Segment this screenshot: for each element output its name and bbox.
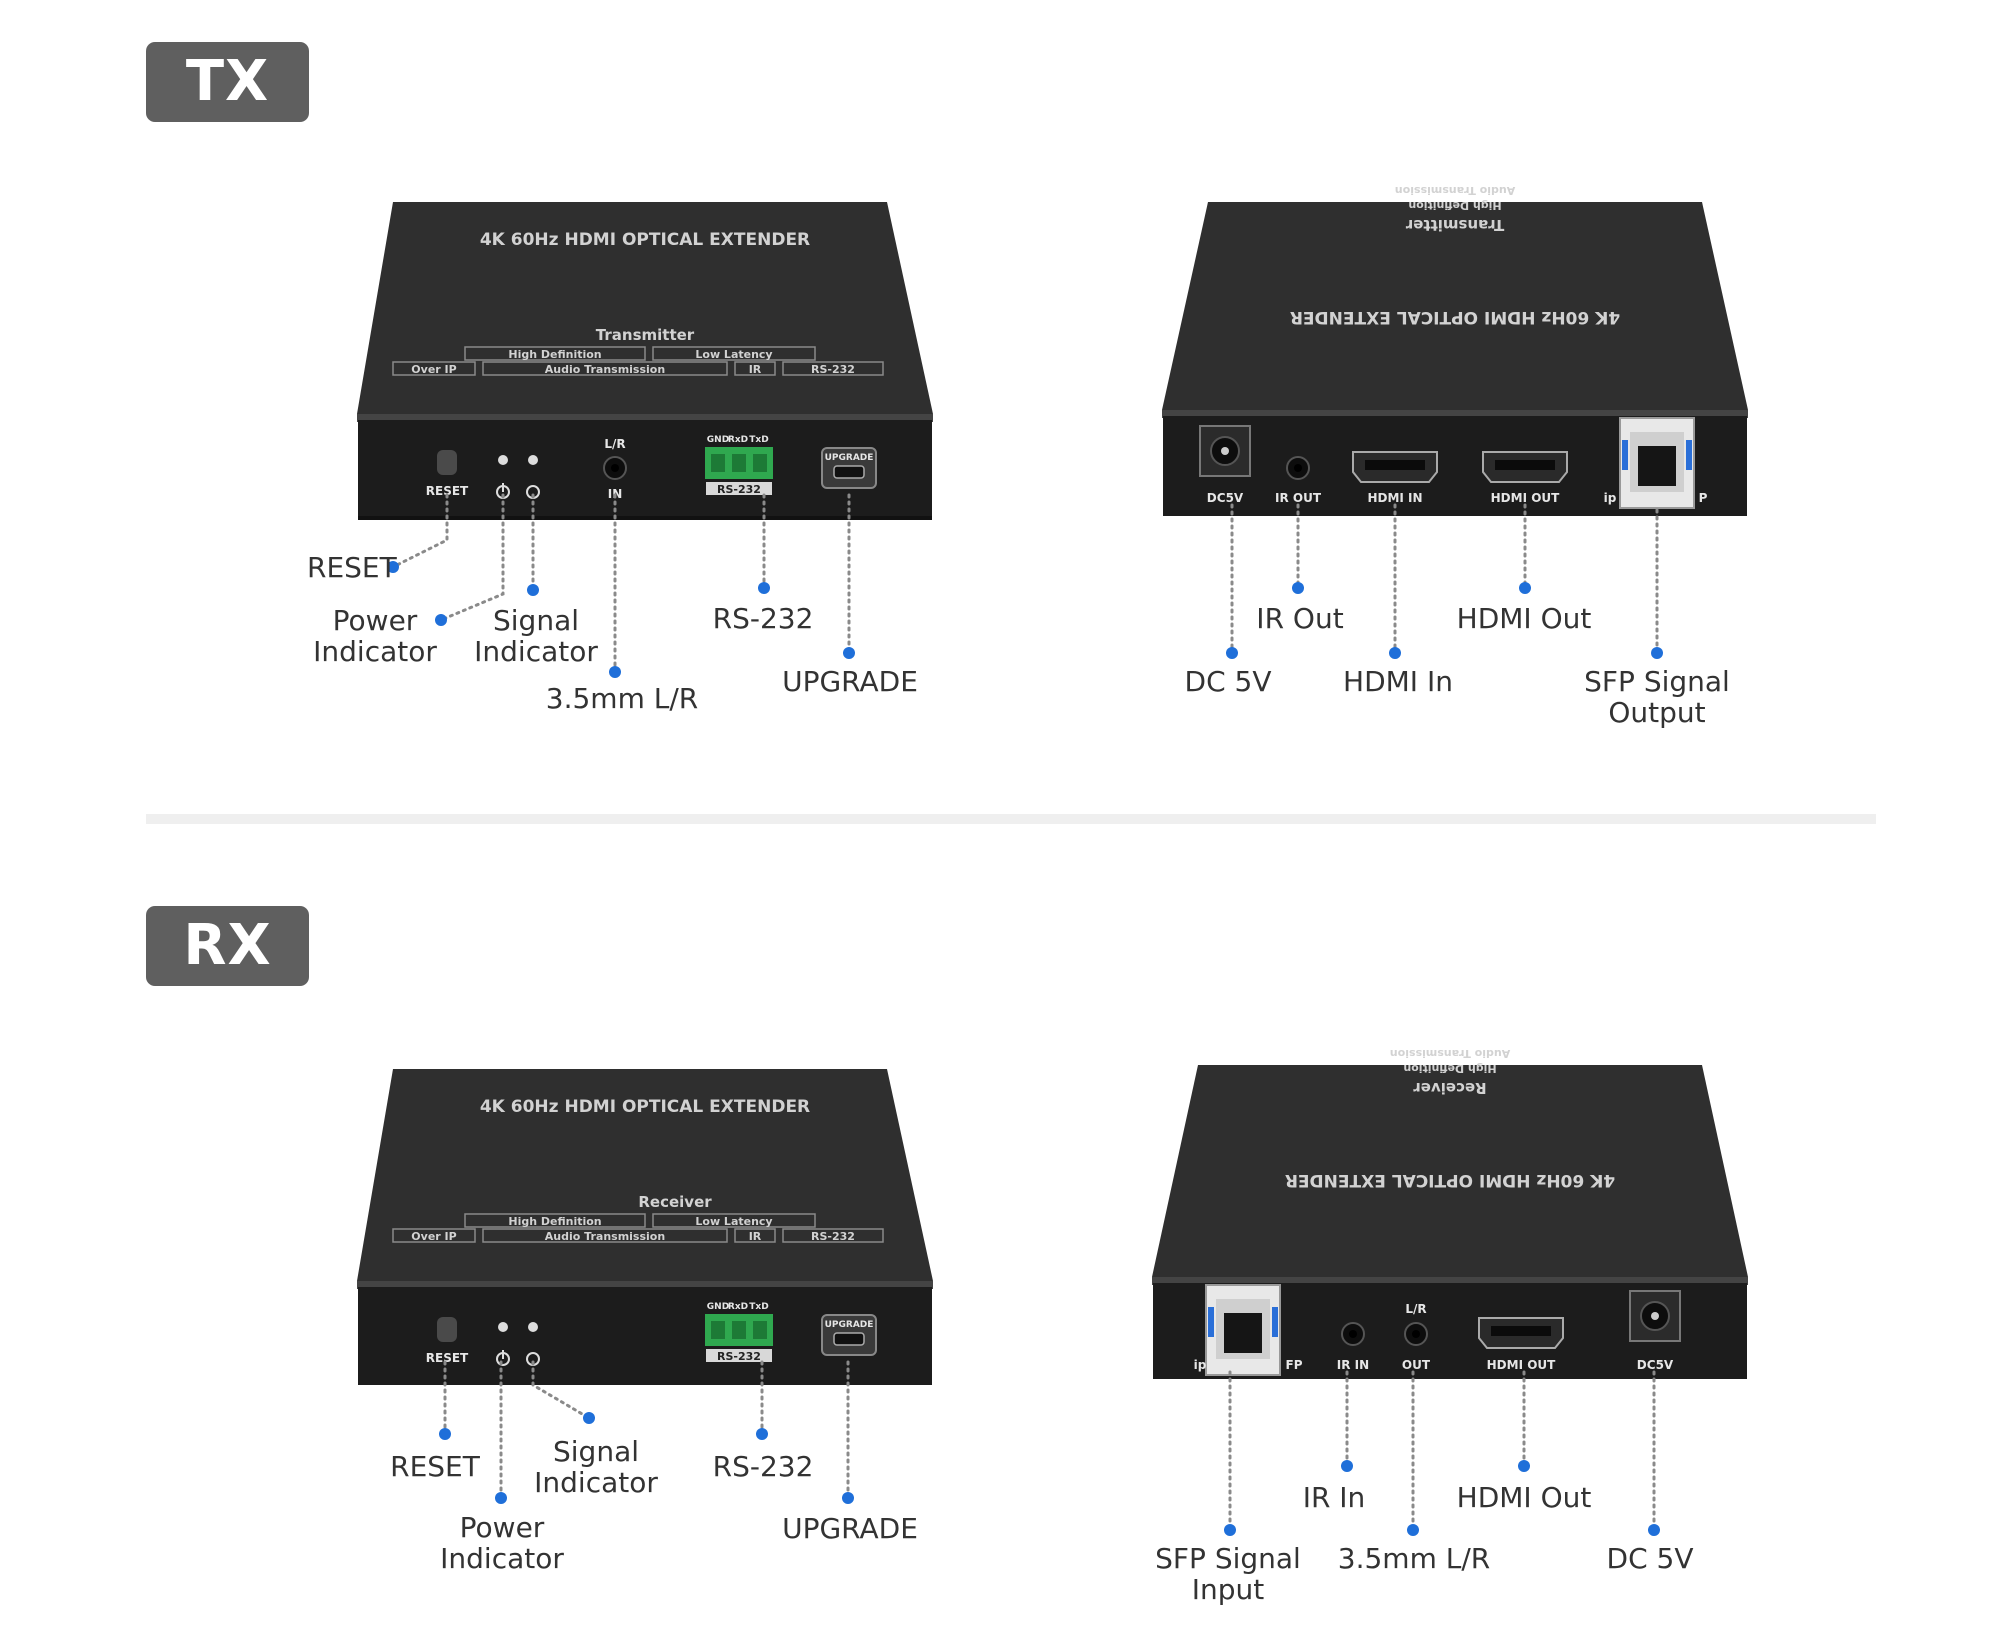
in-label: IN [608, 487, 623, 501]
rear-device-role: Receiver [1413, 1079, 1487, 1097]
reset-button [437, 1317, 457, 1342]
rear-tag-hd: High Definition [1403, 1062, 1496, 1075]
tag-audio: Audio Transmission [545, 1230, 665, 1243]
sfp-fp-label: FP [1286, 1358, 1303, 1372]
callout-rx-rs232: RS-232 [712, 1450, 814, 1483]
reset-port-label: RESET [426, 484, 469, 498]
reset-button [437, 450, 457, 475]
callout-rx-reset: RESET [390, 1450, 480, 1483]
hdmi-in-port-label: HDMI IN [1367, 491, 1422, 505]
sfp-ip-label: ip [1194, 1358, 1207, 1372]
tx-rear-device: 4K 60Hz HDMI OPTICAL EXTENDER Transmitte… [1162, 184, 1748, 516]
dc5v-port-label: DC5V [1207, 491, 1244, 505]
rear-device-title: 4K 60Hz HDMI OPTICAL EXTENDER [1290, 307, 1620, 327]
tx-front-device: 4K 60Hz HDMI OPTICAL EXTENDER Transmitte… [357, 202, 933, 520]
upgrade-port-label: UPGRADE [825, 453, 874, 463]
hdmi-out-port-label: HDMI OUT [1487, 1358, 1557, 1372]
callout-tx-audio: 3.5mm L/R [545, 682, 699, 715]
rear-tag-hd: High Definition [1408, 199, 1501, 212]
power-led [498, 1322, 508, 1332]
tag-ir: IR [749, 1230, 762, 1243]
rear-tag-audio: Audio Transmission [1395, 184, 1515, 197]
lr-label: L/R [604, 437, 625, 451]
lr-label: L/R [1405, 1302, 1426, 1316]
out-port-label: OUT [1402, 1358, 1431, 1372]
device-title: 4K 60Hz HDMI OPTICAL EXTENDER [480, 1097, 810, 1117]
callout-tx-hdmiin: HDMI In [1343, 665, 1453, 698]
signal-led [528, 455, 538, 465]
txd-label: TxD [749, 1302, 768, 1312]
power-led [498, 455, 508, 465]
callout-tx-rs232: RS-232 [712, 602, 814, 635]
rs232-port-label: RS-232 [717, 483, 761, 496]
callout-rx-irin: IR In [1302, 1481, 1366, 1514]
tag-rs232: RS-232 [811, 1230, 855, 1243]
dc5v-port-label: DC5V [1637, 1358, 1674, 1372]
device-title: 4K 60Hz HDMI OPTICAL EXTENDER [480, 230, 810, 250]
reset-port-label: RESET [426, 1351, 469, 1365]
callout-rx-hdmiout: HDMI Out [1456, 1481, 1592, 1514]
callout-tx-hdmiout: HDMI Out [1456, 602, 1592, 635]
ir-out-port-label: IR OUT [1275, 491, 1322, 505]
rear-tag-audio: Audio Transmission [1390, 1047, 1510, 1060]
tag-ir: IR [749, 363, 762, 376]
callout-tx-signal: Signal Indicator [474, 604, 598, 668]
tag-low-latency: Low Latency [695, 1215, 772, 1228]
callout-tx-sfp: SFP Signal Output [1584, 665, 1730, 729]
callout-tx-power: Power Indicator [313, 604, 437, 668]
tag-audio: Audio Transmission [545, 363, 665, 376]
gnd-label: GND [707, 435, 729, 445]
callout-rx-upgrade: UPGRADE [782, 1512, 918, 1545]
rear-device-title: 4K 60Hz HDMI OPTICAL EXTENDER [1285, 1170, 1615, 1190]
signal-led [528, 1322, 538, 1332]
callout-rx-sfp: SFP Signal Input [1155, 1542, 1301, 1606]
sfp-ip-label: ip [1604, 491, 1617, 505]
device-role: Transmitter [596, 326, 695, 344]
rxd-label: RxD [728, 435, 748, 445]
tag-high-definition: High Definition [508, 348, 601, 361]
section-divider [146, 814, 1876, 824]
callout-rx-audio: 3.5mm L/R [1337, 1542, 1491, 1575]
rxd-label: RxD [728, 1302, 748, 1312]
tag-over-ip: Over IP [411, 363, 456, 376]
callout-tx-reset: RESET [307, 551, 397, 584]
upgrade-port-label: UPGRADE [825, 1320, 874, 1330]
callout-tx-irout: IR Out [1256, 602, 1344, 635]
callout-rx-signal: Signal Indicator [534, 1435, 658, 1499]
rx-rear-device: 4K 60Hz HDMI OPTICAL EXTENDER Receiver H… [1152, 1047, 1748, 1379]
tag-over-ip: Over IP [411, 1230, 456, 1243]
rx-section-badge: RX [146, 906, 309, 986]
hdmi-out-port-label: HDMI OUT [1491, 491, 1561, 505]
txd-label: TxD [749, 435, 768, 445]
callout-rx-power: Power Indicator [440, 1511, 564, 1575]
sfp-p-label: P [1699, 491, 1708, 505]
rs232-port-label: RS-232 [717, 1350, 761, 1363]
rx-front-device: 4K 60Hz HDMI OPTICAL EXTENDER Receiver H… [357, 1069, 933, 1385]
tx-section-badge: TX [146, 42, 309, 122]
rear-device-role: Transmitter [1405, 216, 1504, 234]
tag-low-latency: Low Latency [695, 348, 772, 361]
callout-tx-dc: DC 5V [1184, 665, 1272, 698]
gnd-label: GND [707, 1302, 729, 1312]
ir-in-port-label: IR IN [1337, 1358, 1369, 1372]
device-role: Receiver [638, 1193, 712, 1211]
callout-rx-dc: DC 5V [1606, 1542, 1694, 1575]
tag-high-definition: High Definition [508, 1215, 601, 1228]
callout-tx-upgrade: UPGRADE [782, 665, 918, 698]
tag-rs232: RS-232 [811, 363, 855, 376]
